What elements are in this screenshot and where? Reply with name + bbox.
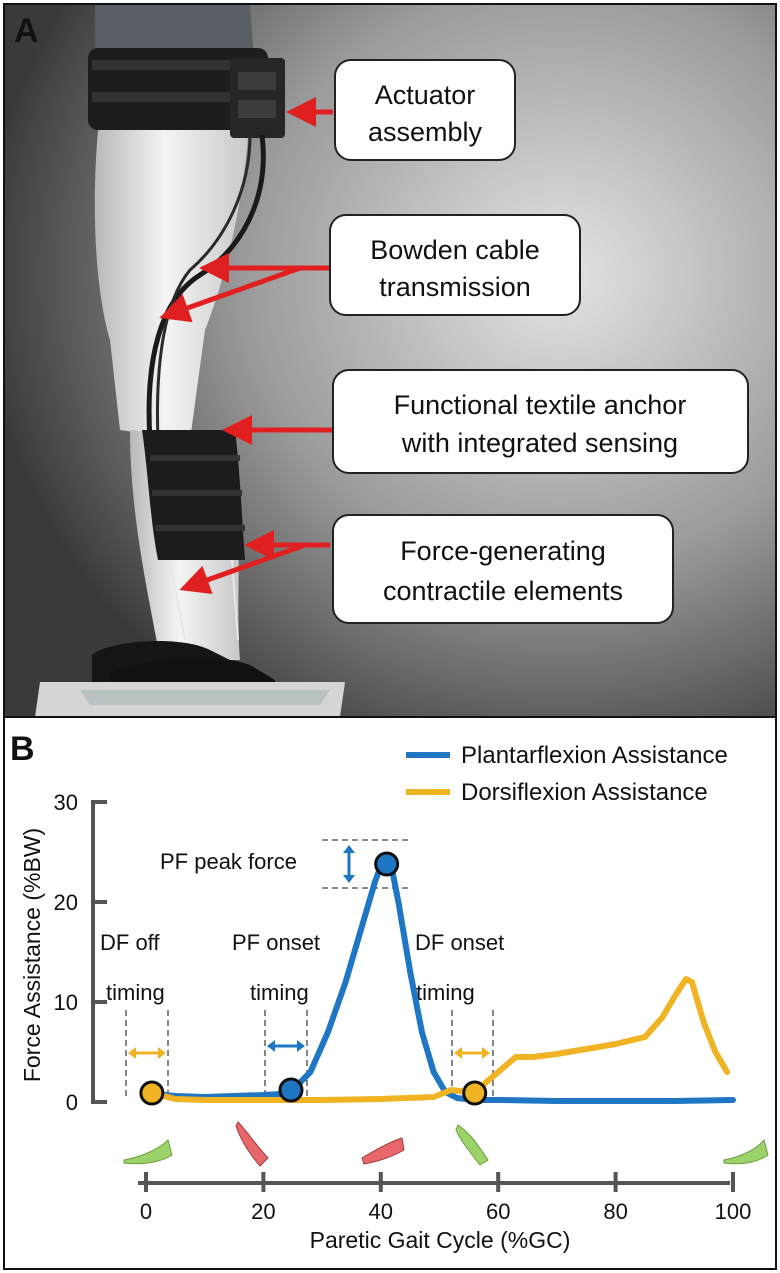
panel-b-letter: B [10,730,35,768]
callout-bowden-line2: transmission [379,272,531,302]
annotation-df-off-line1: DF off [100,930,160,955]
legend-label-df: Dorsiflexion Assistance [461,779,708,806]
x-tick-label: 0 [140,1199,152,1224]
foot-swing-icon [455,1124,489,1166]
timing-marker [278,1077,304,1103]
callout-textile-line1: Functional textile anchor [394,390,687,420]
panel-b: B Plantarflexion Assistance Dorsiflexion… [5,717,775,1267]
annotation-pf-onset-line1: PF onset [232,930,320,955]
callout-actuator-line1: Actuator [375,80,476,110]
callout-textile: Functional textile anchor with integrate… [332,369,749,474]
gait-foot-icons [123,1121,769,1167]
callout-textile-line2: with integrated sensing [401,428,678,458]
y-ticks: 0 10 20 30 [54,790,107,1115]
timing-marker [139,1080,165,1106]
foot-heel-strike-icon-2 [723,1138,769,1165]
y-axis-title: Force Assistance (%BW) [19,828,45,1082]
y-tick-label: 0 [66,1090,78,1115]
foot-toe-off-icon [361,1137,405,1165]
series-dorsiflexion-line [148,976,731,1103]
panel-a: A Actuator assembly Bowden cable transmi… [5,5,775,717]
x-axis-title: Paretic Gait Cycle (%GC) [310,1227,571,1253]
panel-b-background [5,717,775,1267]
axes: 0 10 20 30 0 20 40 60 80 100 Force Assistance (%… [19,790,751,1253]
x-tick-label: 20 [251,1199,275,1224]
annotation-df-onset-line2: timing [416,980,475,1005]
callout-contractile-line2: contractile elements [383,576,623,606]
plot-area [139,851,736,1106]
y-tick-label: 20 [54,890,78,915]
callout-arrows [159,97,333,595]
annotation-pf-onset-line2: timing [250,980,309,1005]
y-tick-label: 30 [54,790,78,815]
figure-border [3,3,777,1270]
x-ticks: 0 20 40 60 80 100 [140,1172,751,1224]
x-tick-label: 80 [603,1199,627,1224]
panel-a-letter: A [14,12,39,50]
legend: Plantarflexion Assistance Dorsiflexion A… [406,742,728,806]
x-tick-label: 40 [369,1199,393,1224]
annotation-df-off-line2: timing [106,980,165,1005]
callout-bowden-line1: Bowden cable [370,235,540,265]
exosuit-photo [35,5,345,717]
x-tick-label: 60 [486,1199,510,1224]
annotation-df-onset-line1: DF onset [415,930,504,955]
callout-actuator-line2: assembly [368,117,483,147]
callout-bowden: Bowden cable transmission [329,214,581,316]
legend-label-pf: Plantarflexion Assistance [461,742,728,769]
x-tick-label: 100 [715,1199,752,1224]
y-tick-label: 10 [54,990,78,1015]
foot-push-icon [235,1121,269,1167]
callout-actuator: Actuator assembly [334,59,516,161]
timing-marker [374,851,400,877]
timing-marker [462,1080,488,1106]
annotation-pf-peak: PF peak force [160,849,297,874]
callout-contractile: Force-generating contractile elements [332,514,674,624]
callout-contractile-line1: Force-generating [400,536,606,566]
foot-heel-strike-icon [123,1139,173,1165]
